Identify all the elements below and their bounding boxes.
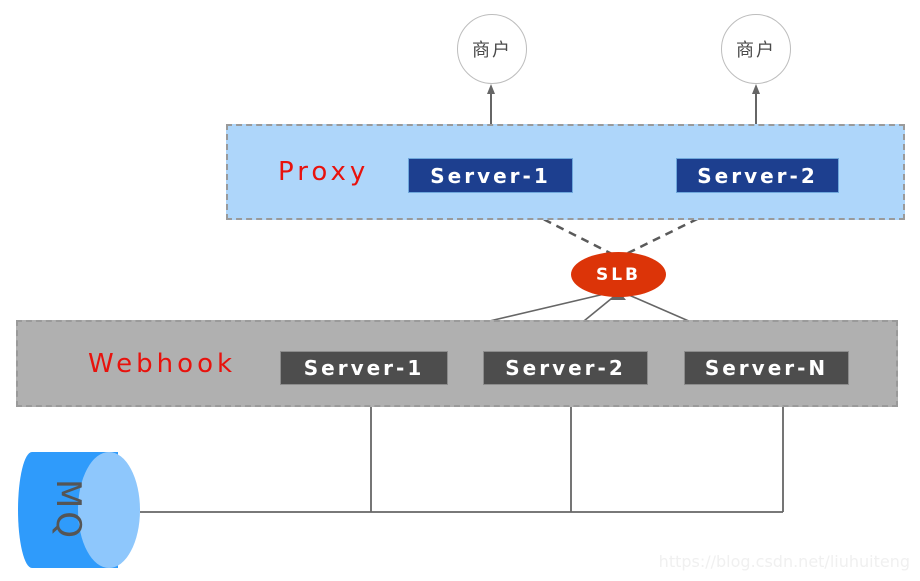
proxy-server-2-box[interactable]: Server-2: [676, 158, 839, 193]
proxy-server-1-box[interactable]: Server-1: [408, 158, 573, 193]
slb-node[interactable]: SLB: [571, 252, 666, 297]
slb-label: SLB: [595, 264, 642, 285]
mq-node[interactable]: MQ: [18, 452, 140, 568]
webhook-server-2-label: Server-2: [505, 356, 626, 380]
watermark-text: https://blog.csdn.net/liuhuiteng: [658, 552, 910, 571]
merchant-node-2[interactable]: 商户: [721, 14, 791, 84]
merchant-node-2-label: 商户: [736, 40, 776, 61]
webhook-server-n-label: Server-N: [704, 356, 829, 380]
webhook-server-2-box[interactable]: Server-2: [483, 351, 648, 385]
mq-cylinder-cap: [78, 452, 140, 568]
webhook-server-1-box[interactable]: Server-1: [280, 351, 448, 385]
arrowhead-merchant-1: [487, 84, 495, 94]
webhook-server-1-label: Server-1: [303, 356, 425, 380]
proxy-band-label: Proxy: [278, 157, 370, 187]
merchant-node-1[interactable]: 商户: [457, 14, 527, 84]
webhook-band-label: Webhook: [88, 348, 237, 379]
arrowhead-merchant-2: [752, 84, 760, 94]
mq-label: MQ: [48, 478, 88, 542]
merchant-node-1-label: 商户: [472, 40, 512, 61]
webhook-server-n-box[interactable]: Server-N: [684, 351, 849, 385]
proxy-server-2-label: Server-2: [697, 163, 818, 188]
proxy-server-1-label: Server-1: [430, 163, 551, 188]
